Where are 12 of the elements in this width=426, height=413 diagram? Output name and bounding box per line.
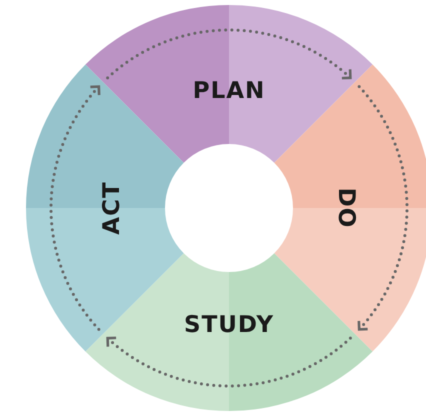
cycle-arrow <box>106 336 352 388</box>
phase-label: PLAN <box>192 78 266 104</box>
cycle-arrow <box>106 28 352 80</box>
phase-label: STUDY <box>184 312 274 338</box>
cycle-arrow <box>357 85 408 331</box>
study-segment <box>85 253 373 411</box>
plan-segment <box>85 5 373 163</box>
phase-label: ACT <box>99 181 125 235</box>
phase-label: DO <box>333 188 359 228</box>
do-segment <box>274 64 426 352</box>
cycle-arrow <box>50 85 101 331</box>
act-segment <box>26 64 184 352</box>
